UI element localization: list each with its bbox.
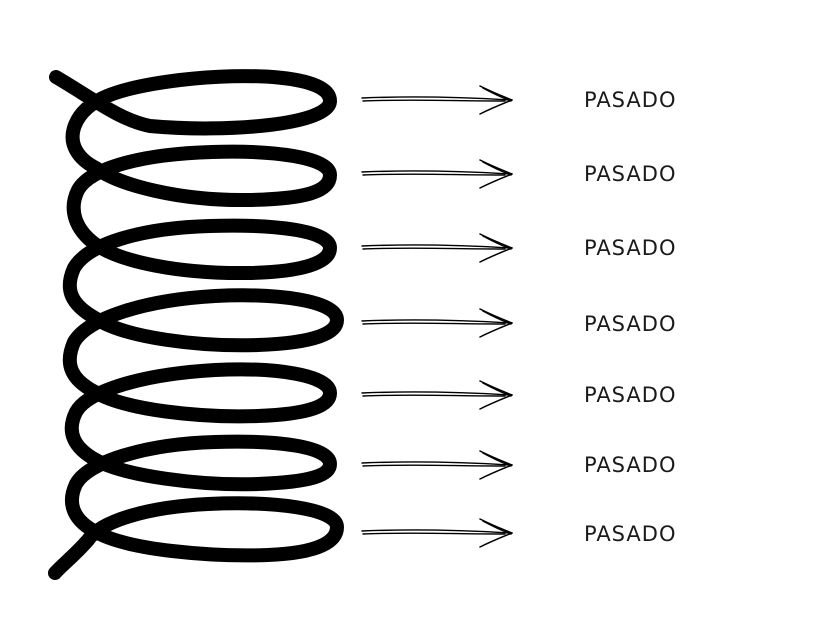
arrow-stroke (482, 87, 512, 102)
arrow-stroke (482, 520, 512, 535)
arrow-4 (361, 308, 513, 338)
arrow-stroke (361, 244, 511, 249)
labels: PASADO PASADO PASADO PASADO PASADO PASAD… (584, 88, 676, 546)
arrow-stroke (482, 452, 512, 467)
arrow-stroke (479, 85, 513, 101)
arrow-stroke (479, 532, 513, 548)
loop-label-2: PASADO (584, 162, 676, 186)
arrow-stroke (482, 161, 512, 176)
arrow-stroke (361, 170, 511, 175)
arrow-stroke (479, 518, 513, 534)
arrow-7 (361, 518, 513, 548)
loop-label-3: PASADO (584, 236, 676, 260)
loop-label-1: PASADO (584, 88, 676, 112)
arrow-stroke (482, 235, 512, 250)
arrow-stroke (361, 96, 511, 101)
arrow-6 (361, 450, 513, 480)
arrow-stroke (362, 99, 506, 102)
arrow-stroke (362, 173, 506, 176)
arrow-stroke (479, 394, 513, 410)
arrow-stroke (482, 382, 512, 397)
spiral-path (48, 69, 344, 580)
loop-label-5: PASADO (584, 383, 676, 407)
arrow-stroke (479, 99, 513, 115)
arrow-5 (361, 380, 513, 410)
loop-label-4: PASADO (584, 312, 676, 336)
arrow-stroke (361, 319, 511, 324)
arrow-stroke (361, 391, 511, 396)
arrow-stroke (479, 247, 513, 263)
arrow-stroke (362, 247, 506, 250)
loop-label-6: PASADO (584, 453, 676, 477)
spiral-coil (48, 69, 344, 580)
arrow-stroke (362, 532, 506, 535)
arrow-stroke (479, 380, 513, 396)
arrow-stroke (361, 529, 511, 534)
arrow-3 (361, 233, 513, 263)
arrow-stroke (479, 450, 513, 466)
arrow-stroke (362, 394, 506, 397)
arrow-stroke (479, 322, 513, 338)
arrow-1 (361, 85, 513, 115)
arrow-stroke (482, 310, 512, 325)
arrow-stroke (479, 308, 513, 324)
arrow-stroke (479, 159, 513, 175)
arrow-stroke (362, 322, 506, 325)
arrow-stroke (361, 461, 511, 466)
arrow-2 (361, 159, 513, 189)
loop-label-7: PASADO (584, 522, 676, 546)
arrows (361, 85, 513, 548)
arrow-stroke (479, 233, 513, 249)
arrow-stroke (362, 464, 506, 467)
arrow-stroke (479, 173, 513, 189)
arrow-stroke (479, 464, 513, 480)
